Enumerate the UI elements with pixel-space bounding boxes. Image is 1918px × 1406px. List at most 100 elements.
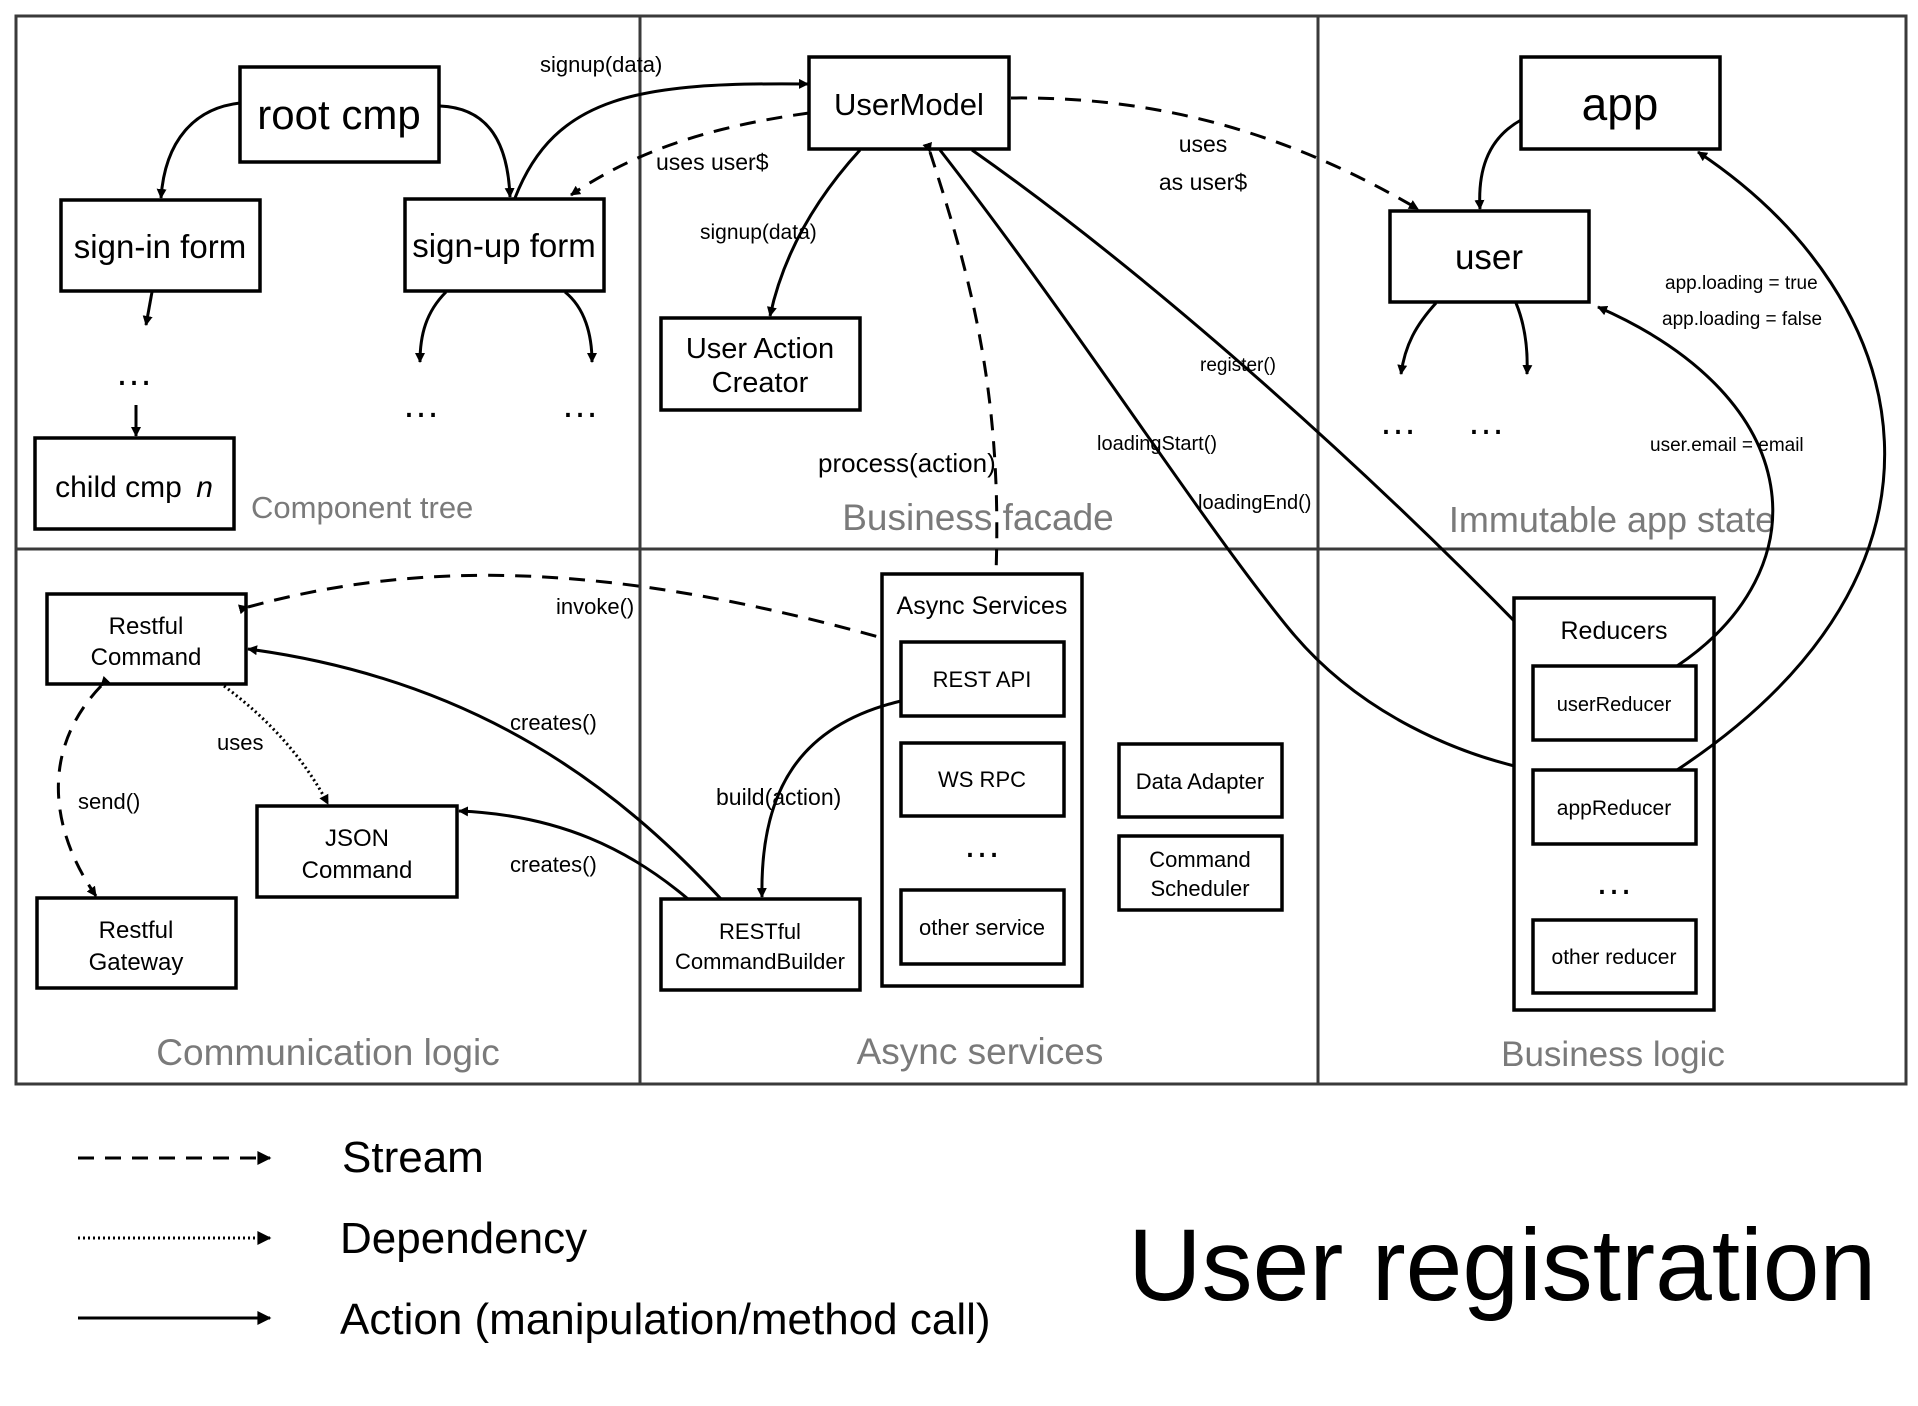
edge-label-as-user: as user$	[1159, 169, 1247, 195]
edge-label-app-loading-true: app.loading = true	[1665, 273, 1818, 294]
edge-signup-to-left	[415, 290, 448, 363]
edge-label-creates-2: creates()	[510, 852, 597, 877]
ws-rpc-label: WS RPC	[938, 767, 1026, 792]
edge-label-uses: uses	[1179, 131, 1228, 157]
root-cmp-label: root cmp	[257, 91, 420, 138]
user-reducer-label: userReducer	[1557, 694, 1672, 716]
edge-label-app-loading-false: app.loading = false	[1662, 309, 1822, 330]
edge-label-user-email: user.email = email	[1650, 435, 1804, 456]
edge-loading	[938, 149, 1533, 774]
root-cmp-node: root cmp	[238, 65, 441, 164]
ellipsis-sign-in: …	[115, 352, 153, 394]
app-reducer-node: appReducer	[1531, 768, 1698, 846]
json-command-label-line2: Command	[302, 857, 413, 884]
edge-app-reducer-to-app	[1676, 150, 1887, 772]
user-action-creator-label-line2: Creator	[712, 367, 809, 399]
edge-label-build-action: build(action)	[716, 784, 841, 810]
json-command-node: JSON Command	[255, 804, 459, 899]
edge-label-creates-1: creates()	[510, 710, 597, 735]
rest-api-node: REST API	[899, 640, 1066, 718]
user-label: user	[1455, 238, 1523, 277]
edge-label-signup-data-top: signup(data)	[540, 52, 662, 77]
sign-up-form-label: sign-up form	[412, 227, 595, 264]
command-scheduler-label-line1: Command	[1149, 847, 1250, 872]
async-services-title: Async Services	[897, 592, 1068, 620]
user-action-creator-node: User Action Creator	[659, 316, 862, 412]
user-model-label: UserModel	[834, 87, 984, 122]
zone-labels: Component tree Business facade Immutable…	[156, 490, 1775, 1074]
app-reducer-label: appReducer	[1557, 797, 1671, 820]
svg-text:child cmp n: child cmp n	[55, 471, 213, 504]
user-reducer-node: userReducer	[1531, 664, 1698, 742]
legend-stream-label: Stream	[342, 1133, 484, 1182]
data-adapter-label: Data Adapter	[1136, 769, 1264, 794]
reducers-container: Reducers userReducer appReducer … other …	[1512, 596, 1716, 1012]
ellipsis-async: …	[963, 824, 1001, 866]
edge-signup-data	[513, 78, 809, 199]
restful-command-label-line1: Restful	[109, 613, 184, 640]
zone-label-business-facade: Business facade	[842, 497, 1114, 538]
edge-label-send: send()	[78, 789, 140, 814]
legend-item-action: Action (manipulation/method call)	[78, 1295, 991, 1344]
edge-label-loading-end: loadingEnd()	[1198, 492, 1311, 514]
ellipsis-sign-up-left: …	[402, 384, 440, 426]
other-reducer-node: other reducer	[1531, 918, 1698, 995]
user-action-creator-label-line1: User Action	[686, 333, 834, 365]
legend-dependency-label: Dependency	[340, 1214, 587, 1263]
edge-label-invoke: invoke()	[556, 594, 634, 619]
edge-user-reducer-to-user	[1597, 305, 1775, 668]
data-adapter-node: Data Adapter	[1117, 742, 1284, 819]
restful-builder-label-line2: CommandBuilder	[675, 949, 845, 974]
reducers-title: Reducers	[1561, 617, 1668, 645]
edge-process-action-stream	[922, 141, 999, 642]
ellipsis-sign-up-right: …	[561, 384, 599, 426]
edge-signup-to-right	[564, 290, 597, 363]
edge-uses-dependency	[223, 684, 330, 805]
legend-item-stream: Stream	[78, 1133, 484, 1182]
legend-item-dependency: Dependency	[78, 1214, 587, 1263]
edge-usermodel-to-action-creator	[766, 148, 862, 317]
edge-label-uses-dependency: uses	[217, 730, 263, 755]
child-cmp-label: child cmp	[55, 471, 182, 504]
edge-send-stream	[56, 676, 111, 897]
legend: Stream Dependency Action (manipulation/m…	[78, 1133, 991, 1344]
edge-app-to-user	[1474, 118, 1522, 210]
other-service-node: other service	[899, 888, 1066, 966]
other-reducer-label: other reducer	[1552, 946, 1677, 969]
restful-gateway-label-line2: Gateway	[89, 949, 184, 976]
json-command-label-line1: JSON	[325, 825, 389, 852]
restful-builder-label-line1: RESTful	[719, 919, 801, 944]
child-cmp-n-label: n	[196, 471, 213, 504]
edge-user-to-left	[1397, 301, 1438, 375]
sign-up-form-node: sign-up form	[403, 197, 606, 293]
command-scheduler-label-line2: Scheduler	[1150, 876, 1249, 901]
legend-action-label: Action (manipulation/method call)	[340, 1295, 991, 1344]
sign-in-form-node: sign-in form	[59, 198, 262, 293]
zone-label-async-services: Async services	[857, 1031, 1104, 1072]
sign-in-form-label: sign-in form	[74, 228, 246, 265]
edge-label-process-action: process(action)	[818, 448, 996, 478]
rest-api-label: REST API	[933, 667, 1032, 692]
zone-label-immutable-app-state: Immutable app state	[1449, 499, 1775, 540]
other-service-label: other service	[919, 915, 1045, 940]
child-cmp-node: child cmp n	[33, 436, 236, 531]
edge-creates-json-command	[458, 806, 689, 901]
zone-label-communication-logic: Communication logic	[156, 1032, 499, 1073]
restful-command-builder-node: RESTful CommandBuilder	[659, 897, 862, 992]
edge-usermodel-uses-user-state	[1010, 96, 1419, 211]
app-node: app	[1519, 55, 1722, 151]
edge-label-register: register()	[1200, 355, 1276, 376]
async-services-container: Async Services REST API WS RPC … other s…	[880, 572, 1084, 988]
edge-label-loading-start: loadingStart()	[1097, 433, 1217, 455]
edge-creates-restful-command	[247, 645, 723, 901]
restful-gateway-node: Restful Gateway	[35, 896, 238, 990]
app-label: app	[1582, 78, 1659, 130]
ellipsis-reducers: …	[1595, 861, 1633, 903]
user-node: user	[1388, 209, 1591, 304]
edge-signin-to-ellipsis	[142, 291, 154, 326]
edge-user-to-right	[1514, 302, 1533, 375]
zone-label-business-logic: Business logic	[1501, 1035, 1725, 1074]
ws-rpc-node: WS RPC	[899, 741, 1066, 818]
edge-label-uses-user: uses user$	[656, 149, 769, 175]
